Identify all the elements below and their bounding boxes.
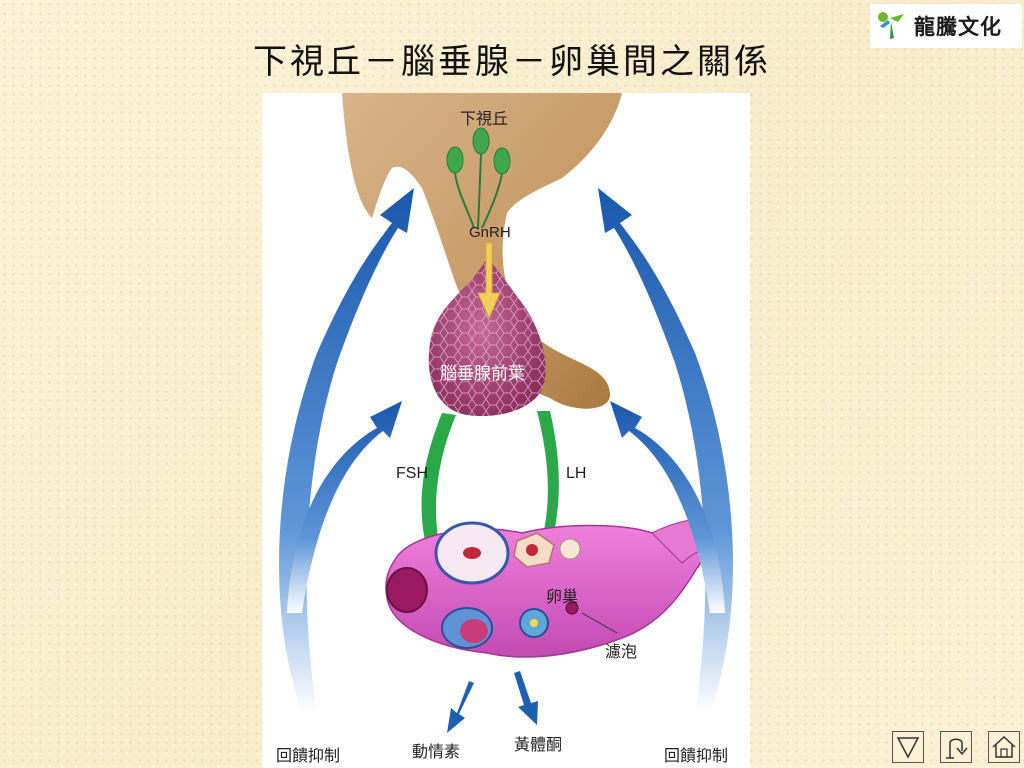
- hypothalamus-tissue: [342, 93, 622, 409]
- return-arrow-icon: [946, 738, 968, 759]
- dragon-logo-icon: [878, 12, 904, 39]
- ovary-label: 卵巢: [546, 589, 579, 606]
- diagram-artwork: [279, 93, 733, 733]
- neurosecretory-cells: [446, 127, 511, 175]
- hormone-feedback-diagram: 下視丘 GnRH 腦垂腺前葉 FSH LH 卵巢 濾泡 動情素 黃體酮 回饋抑制…: [262, 93, 750, 768]
- triangle-down-icon: [896, 737, 920, 759]
- progesterone-label: 黃體酮: [514, 737, 563, 754]
- next-slide-button[interactable]: [892, 731, 924, 763]
- gnrh-arrow: [477, 242, 501, 320]
- home-button[interactable]: [988, 731, 1020, 763]
- home-icon: [992, 735, 1016, 758]
- fsh-label: FSH: [396, 465, 428, 482]
- pituitary-label: 腦垂腺前葉: [440, 364, 525, 383]
- estrogen-label: 動情素: [412, 744, 461, 761]
- gnrh-label: GnRH: [469, 224, 511, 241]
- feedback-right-label: 回饋抑制: [664, 748, 729, 765]
- page-title: 下視丘－腦垂腺－卵巢間之關係: [253, 42, 771, 82]
- publisher-logo: 龍騰文化: [870, 4, 1022, 48]
- hypothalamus-label: 下視丘: [460, 111, 509, 128]
- feedback-arrow-left-inner: [287, 401, 402, 613]
- follicle-label: 濾泡: [605, 644, 638, 661]
- estrogen-arrow: [447, 681, 474, 733]
- lh-label: LH: [566, 465, 587, 482]
- feedback-left-label: 回饋抑制: [276, 748, 341, 765]
- ovary: [385, 518, 733, 658]
- feedback-arrow-right-outer: [598, 188, 733, 713]
- return-button[interactable]: [940, 731, 972, 763]
- progesterone-arrow: [514, 671, 538, 725]
- logo-text: 龍騰文化: [914, 15, 1002, 39]
- feedback-arrow-left-outer: [279, 188, 414, 713]
- feedback-arrow-right-inner: [610, 401, 725, 613]
